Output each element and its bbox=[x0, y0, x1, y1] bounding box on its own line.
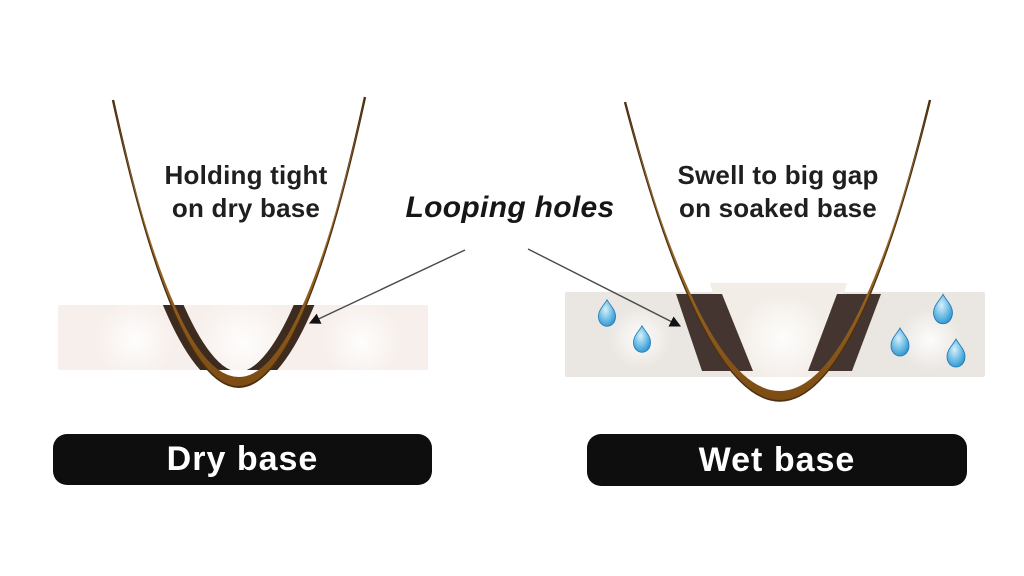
wet-base-illustration bbox=[565, 99, 985, 402]
dry-base-badge: Dry base bbox=[53, 434, 432, 485]
dry-base-sheen bbox=[95, 300, 175, 380]
wet-base-badge-label: Wet base bbox=[698, 440, 856, 479]
dry-caption-line2: on dry base bbox=[171, 193, 321, 223]
arrow-to-wet-hole bbox=[527, 248, 681, 327]
wet-shoelace-cord bbox=[625, 100, 930, 401]
arrow-to-dry-hole bbox=[308, 249, 466, 324]
wet-caption-line2: on soaked base bbox=[679, 193, 877, 223]
dry-cord-outline bbox=[111, 96, 367, 388]
wet-caption: Swell to big gap on soaked base bbox=[677, 159, 878, 225]
wet-base-badge: Wet base bbox=[587, 434, 967, 486]
wet-hole-left-edge bbox=[676, 294, 753, 371]
dry-caption: Holding tight on dry base bbox=[165, 159, 328, 225]
wet-caption-line1: Swell to big gap bbox=[677, 160, 879, 190]
dry-base-badge-label: Dry base bbox=[166, 440, 319, 478]
looping-holes-label: Looping holes bbox=[405, 191, 615, 224]
wet-base-sheen bbox=[898, 308, 962, 372]
dry-shoelace-cord bbox=[113, 97, 365, 387]
dry-base-sheen bbox=[322, 302, 402, 382]
dry-base-illustration bbox=[58, 96, 428, 390]
dry-caption-line1: Holding tight bbox=[164, 160, 328, 190]
wet-base-sheen bbox=[738, 293, 828, 383]
wet-hole-right-edge bbox=[808, 294, 881, 371]
